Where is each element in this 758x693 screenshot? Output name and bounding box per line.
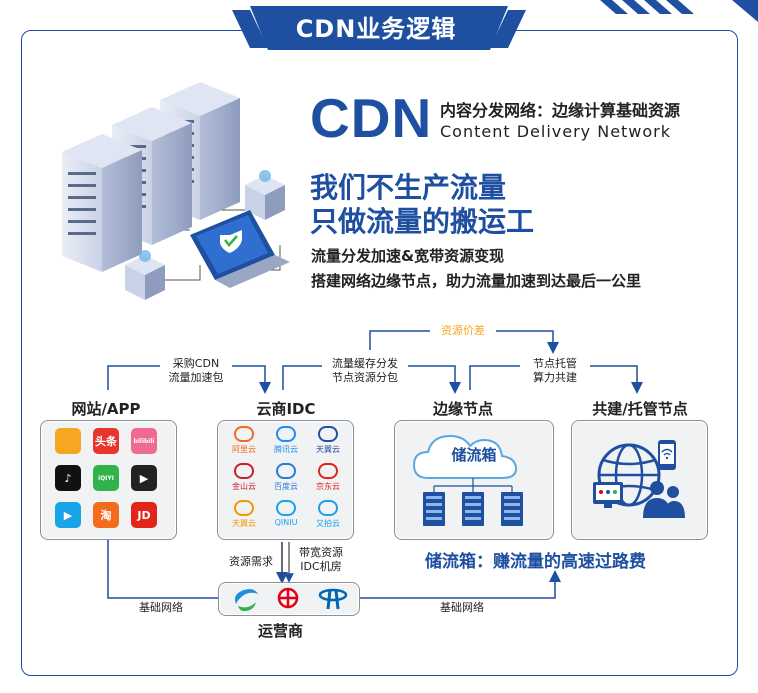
flow-label-price-gap: 资源价差 [441,324,485,337]
phone-wifi-icon [658,440,676,470]
description-line-2: 搭建网络边缘节点，助力流量加速到达最后一公里 [311,272,642,290]
node-title-operator: 运营商 [258,622,304,640]
flow-label-basic-network-left: 基础网络 [139,601,183,614]
upyun-icon [318,500,338,516]
china-telecom-icon [318,588,348,610]
bilibili-icon-label: bilibili [133,437,155,445]
cdn-logo-text: CDN [310,87,433,149]
china-mobile-icon [235,589,258,612]
flow-label-hosting: 节点托管 算力共建 [520,357,590,385]
node-cube-2 [125,250,165,300]
video-play-icon-label: ▶ [139,471,149,485]
douyin-icon-label: ♪ [64,471,72,485]
taobao-icon-label: 淘 [100,509,112,522]
tianyi-cloud-icon-label: 天翼云 [232,519,256,528]
jd-cloud-icon-label: 京东云 [316,482,340,491]
kingsoft-cloud-icon-label: 金山云 [232,482,256,491]
flow-label-cache: 流量缓存分发 节点资源分包 [322,357,408,385]
ctyun-icon [318,426,338,442]
tianyi-cloud-icon [234,500,254,516]
china-unicom-icon [277,587,299,609]
mango-tv-icon [55,428,81,454]
slogan-line-2: 只做流量的搬运工 [310,205,535,238]
flow-label-hosting-line1: 节点托管 [533,357,577,370]
bilibili-icon: bilibili [131,428,157,454]
node-title-idc: 云商IDC [256,400,316,418]
flow-label-bandwidth: 带宽资源 IDC机房 [293,546,349,574]
slogan-line-1: 我们不生产流量 [310,171,507,204]
title-banner [232,6,526,50]
shared-node-illustration [593,440,685,518]
flow-label-buy-cdn: 采购CDN 流量加速包 [160,357,232,385]
flow-label-buy-cdn-line1: 采购CDN [172,357,220,370]
flow-label-cache-line2: 节点资源分包 [332,371,398,384]
flow-label-buy-cdn-line2: 流量加速包 [168,371,224,384]
flow-label-bandwidth-line1: 带宽资源 [299,546,343,559]
flow-label-bandwidth-line2: IDC机房 [300,560,342,573]
globe-icon [597,443,661,507]
page-title: CDN业务逻辑 [295,14,457,43]
server-stack-icon [423,492,523,526]
description-line-1: 流量分发加速&宽带资源变现 [311,247,505,265]
cdn-chinese-subtitle: 内容分发网络：边缘计算基础资源 [440,101,681,120]
edge-cloud-label: 储流箱 [451,446,497,464]
operator-logos [235,587,348,612]
youku-icon: ▶ [55,502,81,528]
douyin-icon: ♪ [55,465,81,491]
users-icon [643,481,685,518]
storage-box-slogan: 储流箱：赚流量的高速过路费 [425,552,646,572]
jd-icon: JD [131,502,157,528]
server-rack-1 [62,134,142,272]
flow-label-hosting-line2: 算力共建 [533,371,577,384]
baidu-cloud-icon [276,463,296,479]
jd-cloud-icon [318,463,338,479]
video-play-icon: ▶ [131,465,157,491]
aliyun-icon [234,426,254,442]
edge-node-illustration [412,434,523,526]
taobao-icon: 淘 [93,502,119,528]
corner-stripes-decoration [600,0,758,22]
kingsoft-cloud-icon [234,463,254,479]
upyun-icon-label: 又拍云 [316,519,340,528]
laptop-shield-icon [190,210,290,288]
server-illustration [62,82,290,300]
cdn-english-subtitle: Content Delivery Network [440,122,672,141]
flow-label-basic-network-right: 基础网络 [440,601,484,614]
iqiyi-icon-label: iQIYI [98,474,114,482]
flow-label-resource-demand: 资源需求 [229,555,273,568]
shared-node-box [571,420,708,540]
flow-label-cache-line1: 流量缓存分发 [332,357,398,370]
node-title-shared: 共建/托管节点 [592,400,688,418]
node-title-edge: 边缘节点 [432,400,493,418]
qiniu-icon-label: QINIU [274,518,298,527]
toutiao-icon-label: 头条 [95,435,117,448]
jd-icon-label: JD [137,508,151,522]
node-title-app: 网站/APP [71,400,141,418]
toutiao-icon: 头条 [93,428,119,454]
tencent-cloud-icon-label: 腾讯云 [274,445,298,454]
tencent-cloud-icon [276,426,296,442]
youku-icon-label: ▶ [63,508,73,522]
iqiyi-icon: iQIYI [93,465,119,491]
aliyun-icon-label: 阿里云 [232,445,256,454]
ctyun-icon-label: 天翼云 [316,445,340,454]
monitor-icon [593,482,623,508]
baidu-cloud-icon-label: 百度云 [274,482,298,491]
qiniu-icon [276,500,296,516]
